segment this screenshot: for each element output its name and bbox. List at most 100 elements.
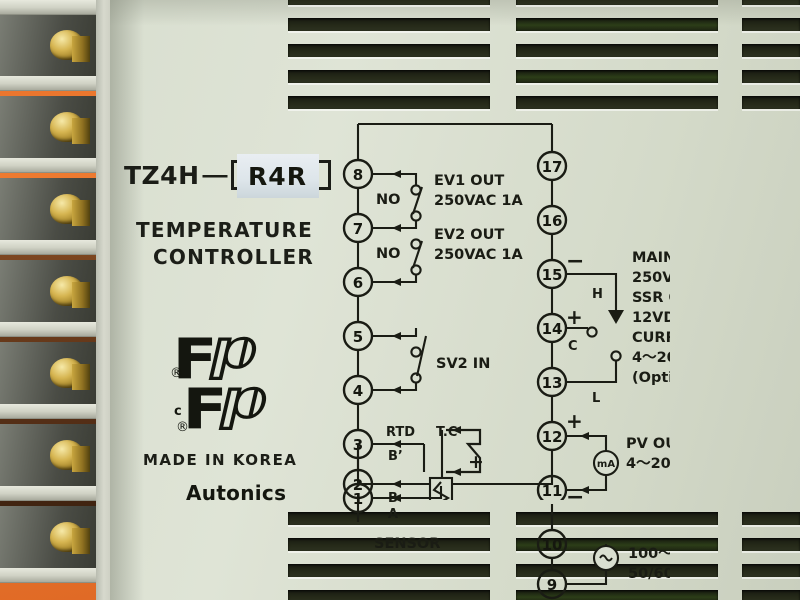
wire-10-ac: [604, 544, 608, 546]
model-designation: TZ4H — R4R: [124, 154, 331, 198]
ul-listed-mark: ⅆℲ ®: [170, 324, 258, 389]
current-out-network: [566, 350, 622, 384]
vent-slot: [516, 512, 718, 525]
vent-slot: [516, 44, 718, 57]
terminal-block-strip: [0, 0, 118, 600]
label-no-1: NO: [376, 192, 400, 208]
terminal-label-17: 17: [542, 158, 563, 176]
wire-7-common: [372, 220, 418, 230]
terminal-block-1: [0, 14, 108, 76]
label-source-freq: 50/60Hz: [628, 566, 670, 582]
terminal-label-13: 13: [542, 374, 563, 392]
label-minus-15: −: [566, 249, 584, 274]
contact-node-4: [410, 372, 422, 384]
vent-slot: [742, 512, 800, 525]
terminal-clamp-6: [72, 446, 90, 472]
vent-slot: [742, 590, 800, 600]
terminal-block-7: [0, 506, 108, 568]
vent-slot: [742, 538, 800, 551]
ul-glyph-icon-2: ⅆℲ: [190, 373, 269, 439]
terminal-label-14: 14: [542, 320, 563, 338]
label-current-rating: 4～20mA DC: [632, 350, 670, 366]
label-no-2: NO: [376, 246, 400, 262]
vent-group-4: [288, 512, 490, 600]
vent-slot: [516, 564, 718, 577]
ul-c-prefix: c: [174, 404, 182, 419]
arrow-tc-bot: [452, 468, 461, 476]
contact-node-13: [610, 350, 622, 362]
wiring-diagram-sensor-bottom-svg: 1 A SENSOR: [342, 482, 443, 552]
registered-trademark-icon-2: ®: [176, 420, 189, 435]
terminal-label-1: 1: [353, 490, 363, 508]
wire-11-ma: [566, 474, 608, 492]
rtd-network: [422, 430, 444, 478]
label-ev2-rating: 250VAC 1A: [434, 247, 524, 263]
label-sv2-in: SV2 IN: [436, 356, 490, 372]
vent-group-5: [516, 512, 718, 600]
wire-5-sv2: [372, 328, 418, 338]
terminal-label-7: 7: [353, 220, 363, 238]
contact-node-5: [410, 346, 422, 358]
label-ssr-out: SSR OUT: [632, 290, 670, 306]
arrow-8: [392, 170, 401, 178]
terminal-label-16: 16: [542, 212, 563, 230]
label-c: C: [568, 339, 578, 354]
arrow-2: [392, 480, 401, 488]
arrow-6: [392, 278, 401, 286]
model-suffix-bracket: R4R: [230, 154, 331, 198]
terminal-clamp-1: [72, 36, 90, 62]
thermocouple-symbol: [446, 428, 482, 474]
label-ev1-rating: 250VAC 1A: [434, 193, 524, 209]
wire-4-sv2: [372, 382, 418, 392]
terminal-separator-2: [0, 158, 114, 173]
vent-slot: [516, 70, 718, 83]
product-title-line1: TEMPERATURE: [136, 218, 313, 242]
vent-slot: [288, 590, 490, 600]
vent-slot: [516, 96, 718, 109]
label-l: L: [592, 391, 600, 406]
vent-slot: [288, 44, 490, 57]
ssr-network: [566, 272, 618, 338]
ac-source-network: [566, 544, 620, 586]
terminal-block-4: [0, 260, 108, 322]
terminal-circle-16: [536, 204, 568, 236]
housing-left-shading: [110, 0, 144, 600]
label-h: H: [592, 287, 603, 302]
label-tc-plus: +: [468, 451, 484, 473]
label-rtd: RTD: [386, 425, 415, 440]
label-sensor: SENSOR: [374, 536, 440, 552]
arrow-tc-top: [452, 426, 461, 434]
vent-slot: [288, 70, 490, 83]
terminal-clamp-7: [72, 528, 90, 554]
vent-group-2: [516, 0, 718, 122]
vent-slot: [288, 0, 490, 5]
terminal-separator-4: [0, 322, 114, 337]
wire-12-ma: [566, 434, 608, 452]
label-ev1-out: EV1 OUT: [434, 173, 504, 189]
right-terminal-group: 17 16 15 14 13 12: [536, 150, 568, 452]
vent-slot: [516, 18, 718, 31]
terminal-clamp-2: [72, 118, 90, 144]
terminal-label-11: 11: [542, 482, 563, 500]
brand-name: Autonics: [186, 481, 287, 505]
label-minus-11: −: [566, 485, 584, 500]
label-current-out: CURRENT OUT: [632, 330, 670, 346]
vent-slot: [288, 96, 490, 109]
label-current-option: (Option): [632, 370, 670, 386]
vent-slot: [516, 590, 718, 600]
wire-15-h: [566, 272, 618, 316]
terminal-label-10: 10: [542, 536, 563, 554]
arrow-4: [392, 386, 401, 394]
label-pv-rating: 4～20mA: [626, 456, 670, 472]
terminal-clamp-5: [72, 364, 90, 390]
vent-group-3: [742, 0, 800, 122]
terminal-circle-11: [536, 474, 568, 500]
terminal-separator-5: [0, 404, 114, 419]
contact-arm-ev2: [412, 240, 423, 269]
pv-out-network: [566, 434, 620, 492]
label-plus-14: +: [566, 305, 583, 329]
arrow-7: [392, 224, 401, 232]
vent-slot: [288, 512, 490, 525]
label-main-out-rating: 250VAC 3A: [632, 270, 670, 286]
